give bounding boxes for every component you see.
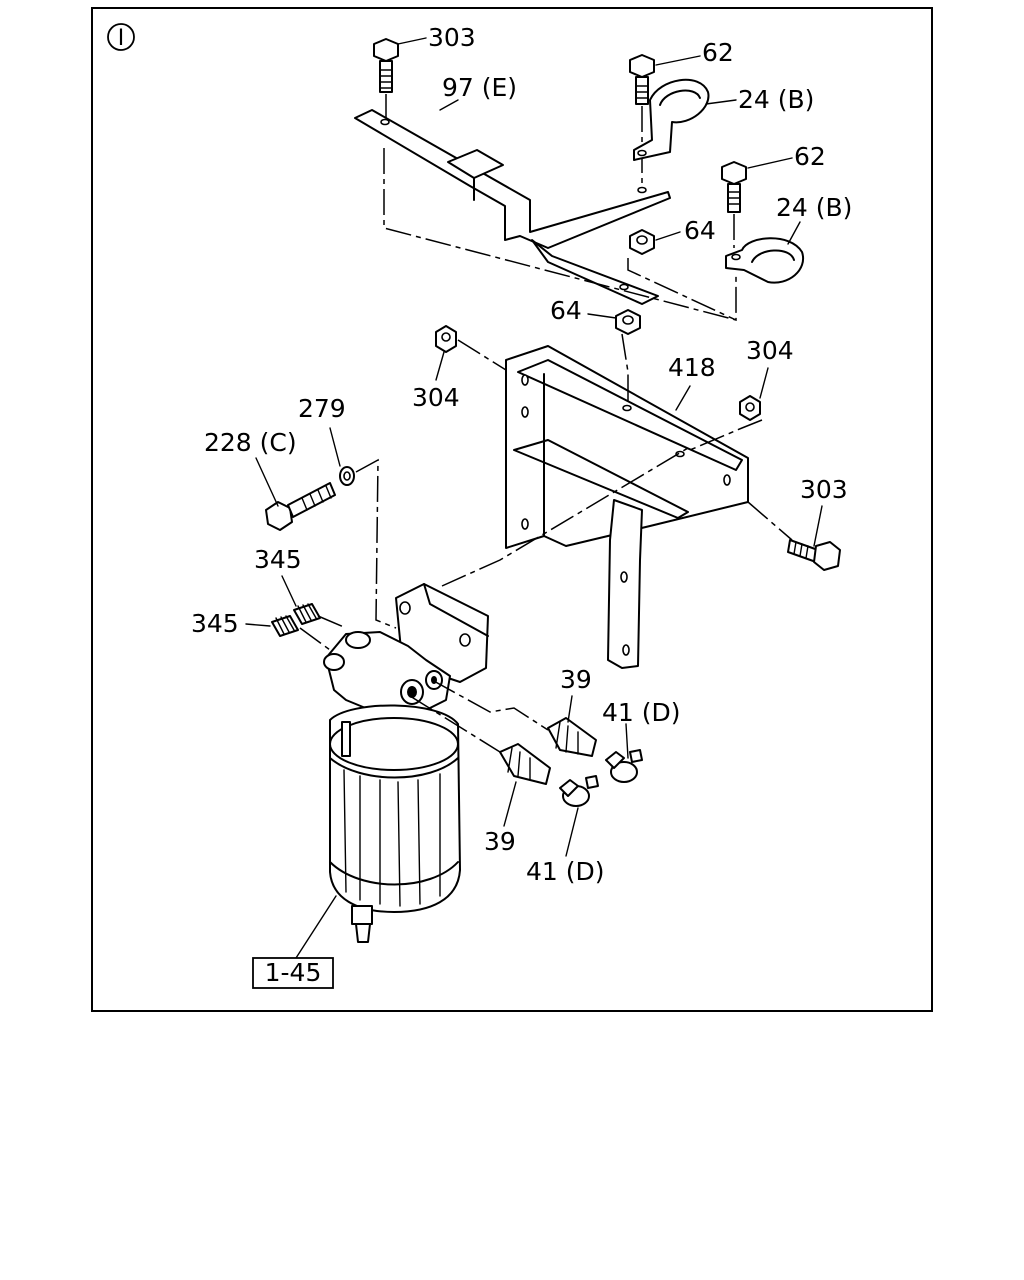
fitting-39-lower	[499, 743, 551, 785]
callout-41d-lower: 41 (D)	[526, 857, 605, 886]
callout-24b-top: 24 (B)	[738, 85, 814, 114]
callout-418: 418	[668, 353, 716, 382]
callout-228c: 228 (C)	[204, 428, 297, 457]
filter-bowl	[329, 704, 461, 943]
bolt-62-mid	[721, 161, 747, 248]
clamp-41d-lower	[559, 775, 599, 807]
clamp-41d-upper	[605, 749, 643, 783]
nut-304-right	[739, 395, 761, 421]
clip-24b-top	[633, 78, 710, 161]
plug-345-upper	[293, 603, 321, 625]
callout-39-lower: 39	[484, 827, 516, 856]
bracket-418	[505, 345, 749, 669]
svg-text:1-45: 1-45	[265, 958, 322, 987]
plug-345-lower	[271, 615, 299, 637]
section-marker: I	[107, 23, 135, 51]
nut-304-left	[435, 325, 457, 353]
nut-64-lower	[615, 309, 641, 335]
callout-303-top: 303	[428, 23, 476, 52]
diagram-frame	[91, 7, 933, 1012]
bolt-62-top	[629, 54, 655, 186]
callout-39-upper: 39	[560, 665, 592, 694]
callout-97e: 97 (E)	[442, 73, 517, 102]
clip-24b-mid	[725, 237, 805, 284]
alignment-lines	[299, 148, 793, 753]
bracket-97e	[354, 109, 671, 305]
callout-279: 279	[298, 394, 346, 423]
nut-64-upper	[629, 229, 655, 255]
washer-279	[339, 466, 355, 486]
callout-64-lower: 64	[550, 296, 582, 325]
reference-box-1-45: 1-45	[252, 957, 334, 989]
callout-62-mid: 62	[794, 142, 826, 171]
leader-lines	[245, 37, 823, 959]
callout-304-right: 304	[746, 336, 794, 365]
callout-304-left: 304	[412, 383, 460, 412]
filter-head	[323, 583, 489, 719]
bolt-303-right	[787, 539, 841, 571]
bolt-303-top	[373, 38, 399, 118]
callout-24b-mid: 24 (B)	[776, 193, 852, 222]
callout-345-lower: 345	[191, 609, 239, 638]
callout-64-upper: 64	[684, 216, 716, 245]
bolt-228c	[265, 482, 336, 531]
callout-41d-upper: 41 (D)	[602, 698, 681, 727]
fitting-39-upper	[547, 717, 597, 757]
callout-303-right: 303	[800, 475, 848, 504]
callout-345-upper: 345	[254, 545, 302, 574]
svg-text:I: I	[118, 26, 125, 51]
callout-62-top: 62	[702, 38, 734, 67]
